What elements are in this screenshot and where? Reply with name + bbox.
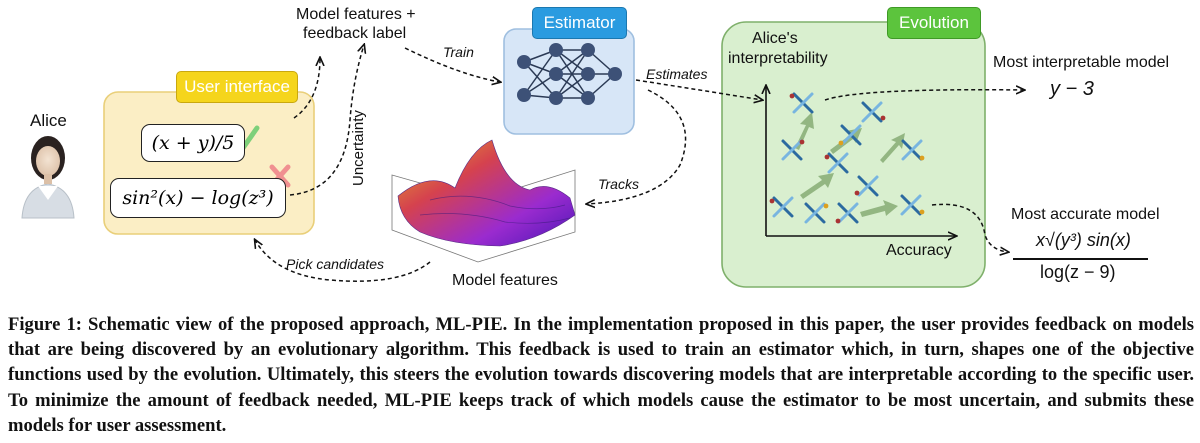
most-interpretable-expr: y − 3 (1050, 78, 1094, 100)
caption-body: In the implementation proposed in this p… (8, 314, 1194, 436)
candidate-model-bad[interactable]: sin²(x) − log(z³) (110, 178, 286, 218)
alice-label: Alice (30, 111, 67, 130)
dashed-arrows (255, 45, 1024, 282)
alice-interpretability-line2: interpretability (728, 50, 828, 67)
most-interpretable-label: Most interpretable model (993, 54, 1170, 71)
candidate-model-good[interactable]: (x + y)/5 (141, 124, 245, 162)
population-icons (769, 92, 925, 224)
user-interface-tag: User interface (176, 71, 298, 103)
evolution-tag: Evolution (887, 7, 981, 39)
model-bad-text: sin²(x) − log(z³) (122, 187, 274, 209)
train-label: Train (443, 44, 474, 60)
most-accurate-numerator: x√(y³) sin(x) (1036, 230, 1131, 250)
fraction-bar (1013, 258, 1148, 260)
most-accurate-label: Most accurate model (1011, 206, 1160, 223)
evolution-panel (721, 21, 986, 288)
figure-caption: Figure 1: Schematic view of the proposed… (8, 312, 1194, 438)
model-features-feedback-line2: feedback label (303, 25, 407, 42)
caption-lead: Figure 1: Schematic view of the proposed… (8, 314, 508, 335)
most-accurate-denominator: log(z − 9) (1040, 262, 1116, 282)
estimator-panel (503, 28, 635, 135)
uncertainty-surface (391, 139, 576, 263)
tracks-label: Tracks (598, 176, 639, 192)
accuracy-axis-label: Accuracy (886, 242, 952, 259)
model-features-feedback-line1: Model features + (296, 6, 416, 23)
estimates-label: Estimates (646, 66, 708, 82)
pick-candidates-label: Pick candidates (286, 256, 385, 272)
alice-interpretability-line1: Alice's (752, 30, 798, 47)
uncertainty-axis-label: Uncertainty (350, 110, 367, 186)
evolution-plot-axes (766, 86, 956, 236)
alice-avatar-icon (21, 136, 75, 219)
model-good-text: (x + y)/5 (151, 132, 235, 154)
model-features-label: Model features (452, 272, 558, 289)
estimator-tag: Estimator (532, 7, 627, 39)
